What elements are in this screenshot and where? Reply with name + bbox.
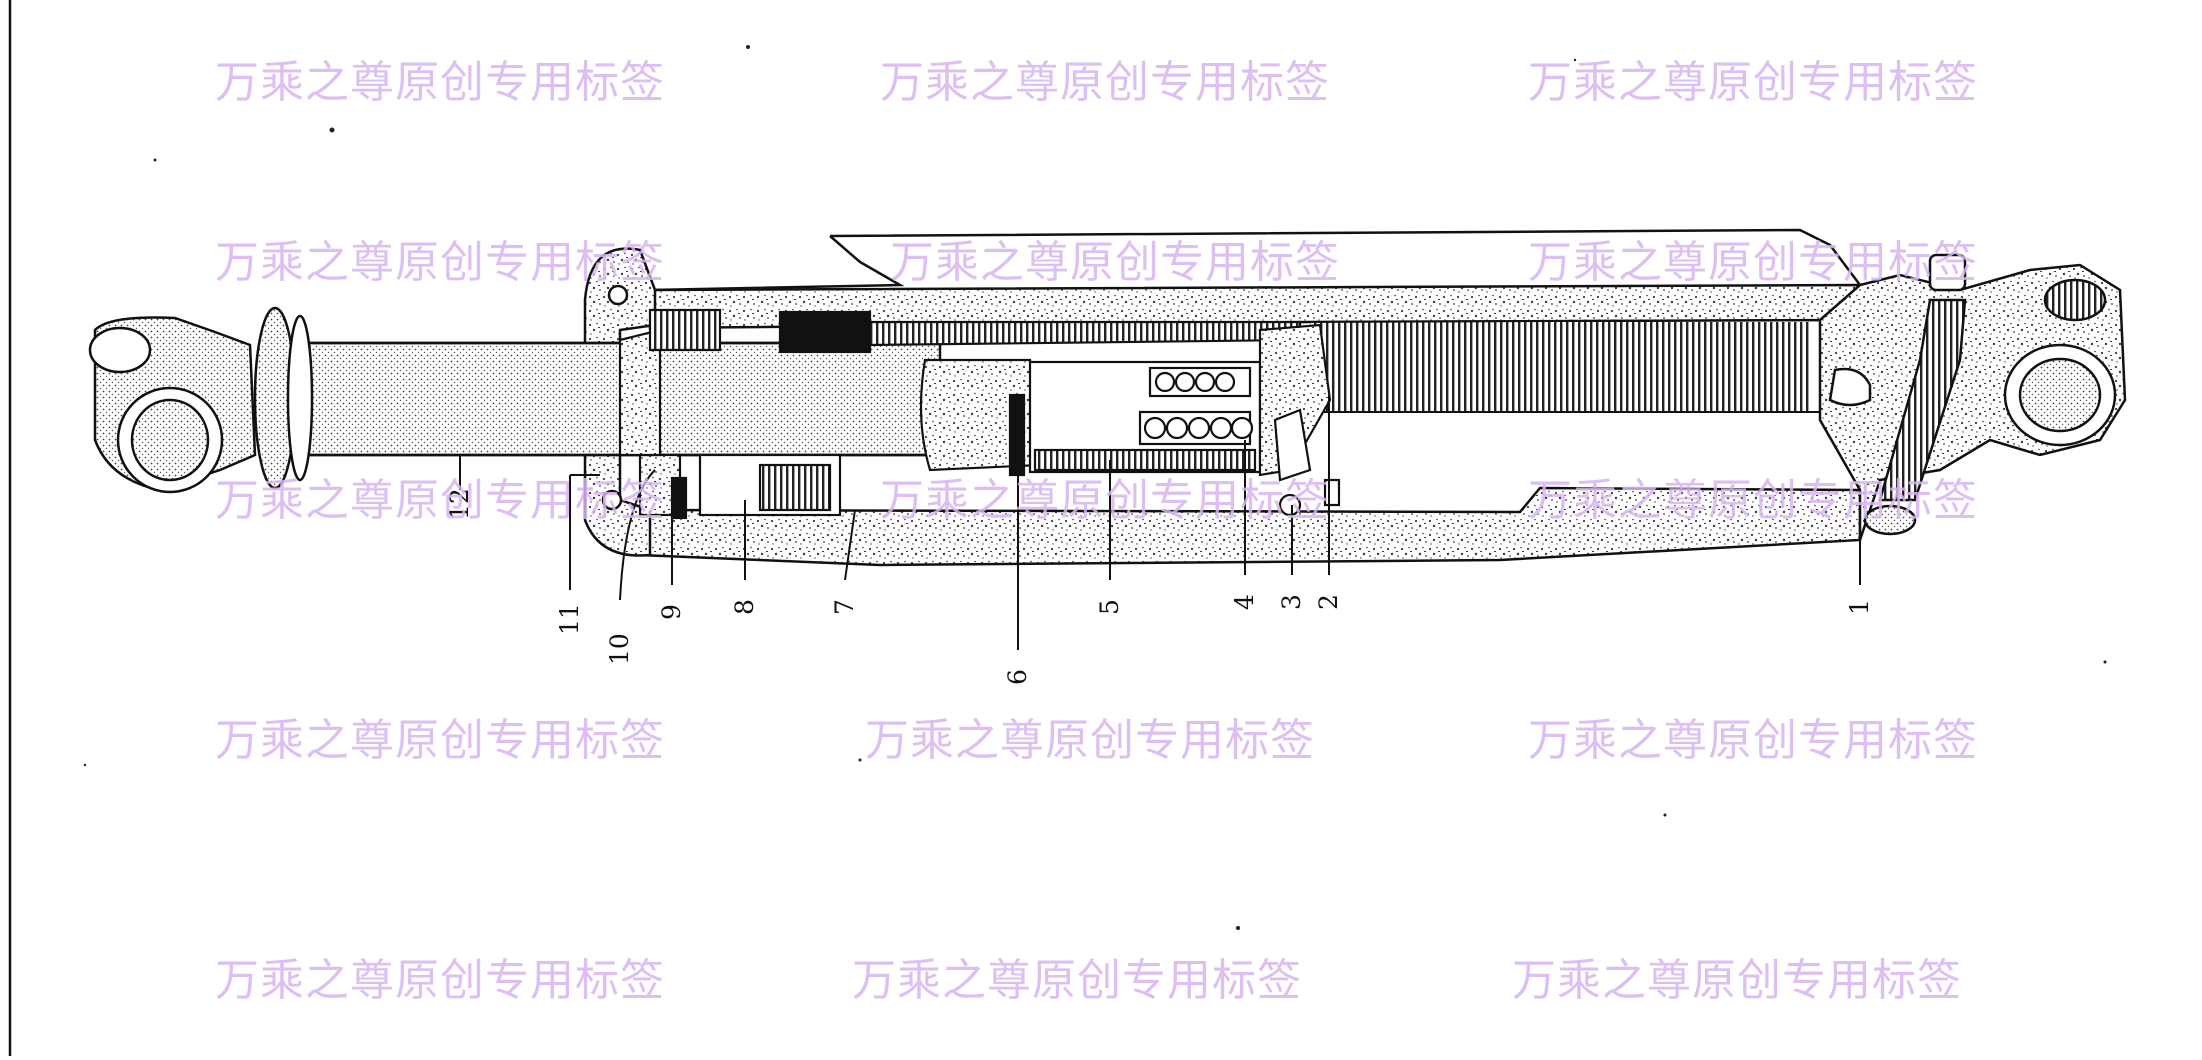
watermark-text: 万乘之尊原创专用标签 xyxy=(880,475,1330,526)
part-label-4: 4 xyxy=(1230,594,1259,610)
watermark-text: 万乘之尊原创专用标签 xyxy=(215,715,665,766)
watermark-text: 万乘之尊原创专用标签 xyxy=(215,57,665,108)
part-label-11: 11 xyxy=(555,603,584,635)
watermark-text: 万乘之尊原创专用标签 xyxy=(1528,715,1978,766)
part-label-9: 9 xyxy=(657,604,686,620)
leader-line-10 xyxy=(619,469,656,601)
watermark-text: 万乘之尊原创专用标签 xyxy=(880,57,1330,108)
watermark-layer: 万乘之尊原创专用标签 万乘之尊原创专用标签 万乘之尊原创专用标签 万乘之尊原创专… xyxy=(215,57,1978,1006)
part-label-8: 8 xyxy=(730,599,759,615)
watermark-text: 万乘之尊原创专用标签 xyxy=(865,715,1315,766)
scan-specks xyxy=(83,45,2107,930)
part-label-5: 5 xyxy=(1095,599,1124,615)
internal-components xyxy=(618,308,1341,520)
watermark-text: 万乘之尊原创专用标签 xyxy=(852,955,1302,1006)
part-label-6: 6 xyxy=(1003,669,1032,685)
cylinder-body xyxy=(583,228,1862,567)
rod-end-eye xyxy=(88,306,314,494)
part-label-2: 2 xyxy=(1314,594,1343,610)
part-label-1: 1 xyxy=(1845,599,1874,615)
part-label-3: 3 xyxy=(1277,594,1306,610)
watermark-text: 万乘之尊原创专用标签 xyxy=(1512,955,1962,1006)
part-label-10: 10 xyxy=(605,633,634,665)
leader-lines xyxy=(459,395,1861,650)
watermark-text: 万乘之尊原创专用标签 xyxy=(1528,57,1978,108)
watermark-text: 万乘之尊原创专用标签 xyxy=(215,475,665,526)
watermark-text: 万乘之尊原创专用标签 xyxy=(215,955,665,1006)
watermark-text: 万乘之尊原创专用标签 xyxy=(215,237,665,288)
part-label-7: 7 xyxy=(830,599,859,615)
part-number-labels: 1 2 3 4 5 6 7 8 9 10 11 12 xyxy=(445,488,1874,685)
watermark-text: 万乘之尊原创专用标签 xyxy=(1528,475,1978,526)
watermark-text: 万乘之尊原创专用标签 xyxy=(1528,237,1978,288)
watermark-text: 万乘之尊原创专用标签 xyxy=(890,237,1340,288)
leader-line-7 xyxy=(844,509,856,581)
part-label-12: 12 xyxy=(445,488,474,520)
rear-end-cap xyxy=(1818,253,2127,541)
